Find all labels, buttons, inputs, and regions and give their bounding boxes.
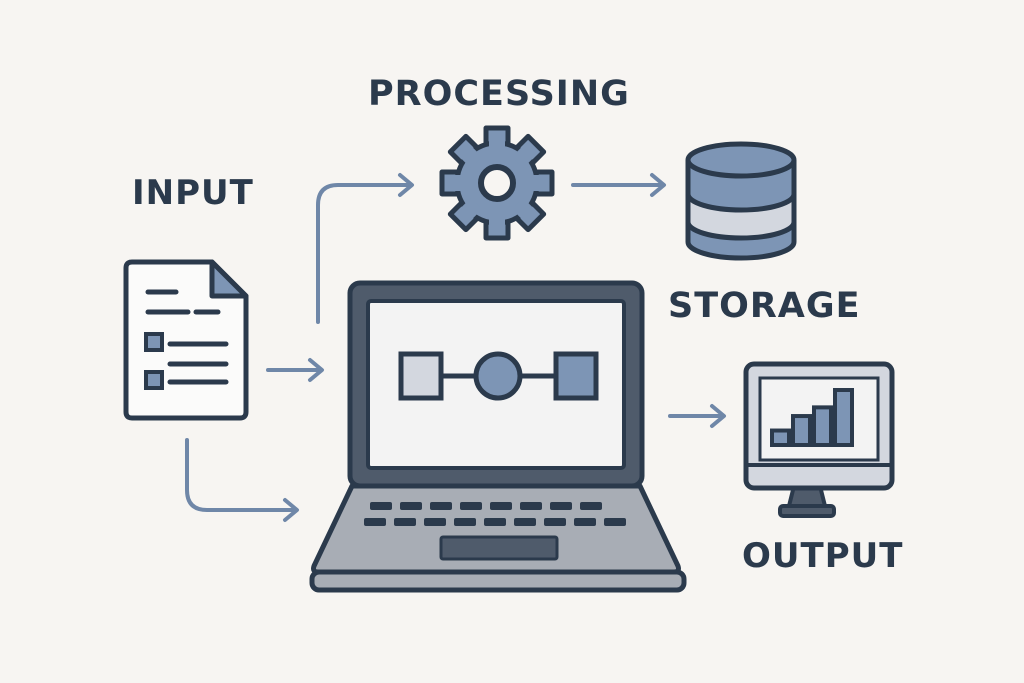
arrow-input-to-keyboard xyxy=(185,438,297,512)
input-label: INPUT xyxy=(132,173,254,213)
chart-bar-4 xyxy=(833,388,854,447)
processing-label: PROCESSING xyxy=(368,74,630,114)
arrow-to-processing xyxy=(316,183,412,324)
arrow-input-to-laptop-head xyxy=(308,358,324,382)
flow-node-process xyxy=(473,351,523,401)
flow-node-end xyxy=(553,351,599,401)
flow-node-start xyxy=(398,351,444,401)
laptop-icon xyxy=(309,280,687,593)
gear-icon xyxy=(439,125,555,241)
chart-bar-3 xyxy=(812,405,833,447)
keyboard-keys xyxy=(364,502,626,526)
arrow-to-output-head xyxy=(710,404,726,428)
storage-label: STORAGE xyxy=(668,286,861,326)
monitor-bar-chart xyxy=(770,388,854,448)
database-icon xyxy=(685,141,797,261)
chart-bar-1 xyxy=(770,428,791,447)
document-icon xyxy=(123,259,249,421)
screen-flow xyxy=(398,351,599,401)
chart-bar-2 xyxy=(791,414,812,448)
monitor-chart-icon xyxy=(743,361,895,518)
arrow-to-storage-head xyxy=(650,173,666,197)
arrow-input-to-keyboard-head xyxy=(283,498,299,522)
laptop-trackpad xyxy=(439,535,559,561)
output-label: OUTPUT xyxy=(742,536,904,576)
arrow-to-processing-head xyxy=(398,173,414,197)
